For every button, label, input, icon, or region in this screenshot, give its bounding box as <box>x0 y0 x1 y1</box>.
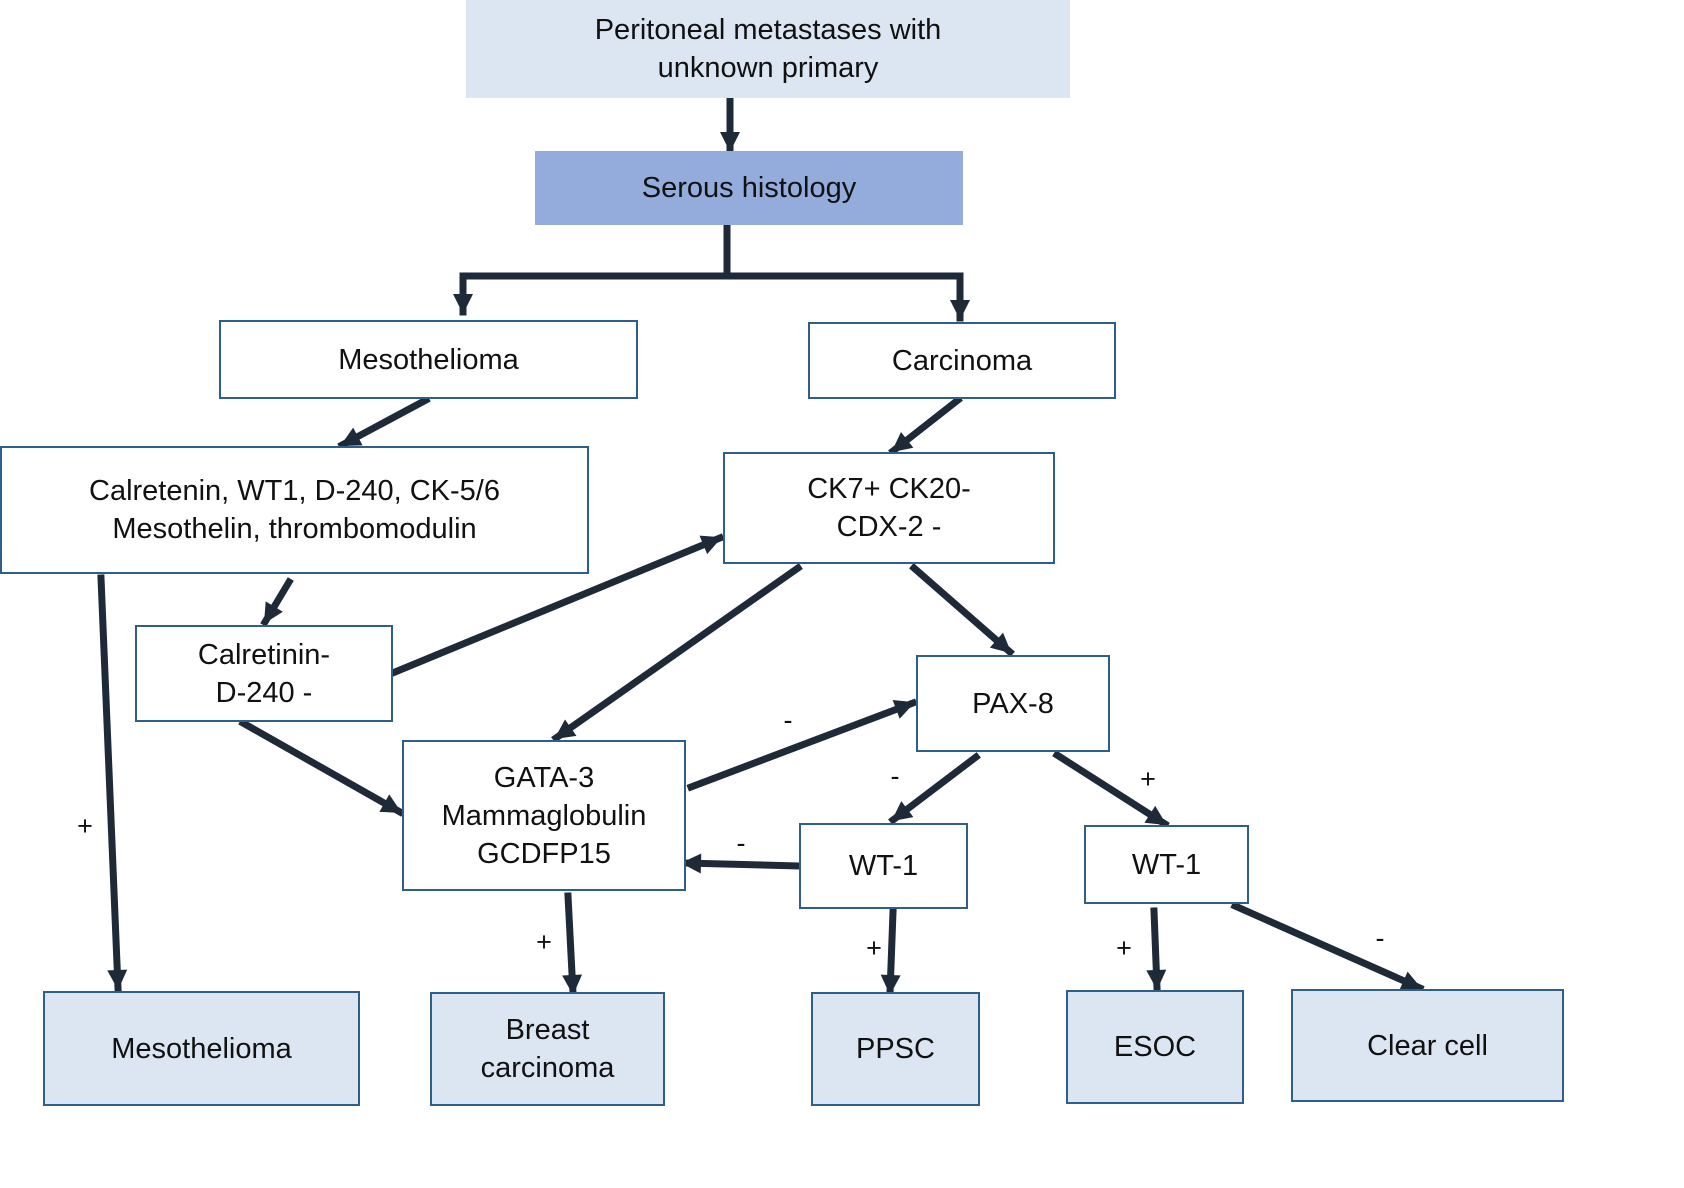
node-carcinoma-branch: Carcinoma <box>808 322 1116 399</box>
node-text-line: Mesothelin, thrombomodulin <box>112 513 477 545</box>
arrow-wt1-left-to-ppsc <box>880 908 901 997</box>
node-pax8: PAX-8 <box>916 655 1110 752</box>
result-mesothelioma: Mesothelioma <box>43 991 360 1106</box>
node-wt1-right: WT-1 <box>1084 825 1249 904</box>
node-text-line: Mesothelioma <box>338 343 519 376</box>
arrow-serous-to-carcinoma <box>723 272 970 322</box>
result-breast-carcinoma: Breast carcinoma <box>430 992 665 1106</box>
edge-label-gata-to-breast-positive: + <box>536 927 552 957</box>
edge-label-wt1-left-to-ppsc-positive: + <box>866 933 882 963</box>
node-text-line: Mammaglobulin <box>441 799 647 832</box>
flowchart-arrows <box>97 96 1425 997</box>
diagnostic-flowchart: Peritoneal metastases with unknown prima… <box>0 0 1564 1106</box>
node-text-line: Carcinoma <box>891 344 1033 377</box>
result-clear-cell: Clear cell <box>1291 989 1564 1102</box>
node-text-line: CK7+ CK20- <box>807 473 971 505</box>
node-text-line: GCDFP15 <box>477 837 611 870</box>
arrow-markers-to-mesothelioma-result <box>97 574 128 992</box>
node-text-line: Calretenin, WT1, D-240, CK-5/6 <box>89 475 500 507</box>
node-text-line: WT-1 <box>848 850 919 882</box>
node-text-line: Peritoneal metastases with <box>594 14 942 46</box>
node-text-line: PPSC <box>856 1033 935 1065</box>
arrow-calretinin-negative-to-ck-markers <box>390 533 725 677</box>
node-mesothelial-markers: Calretenin, WT1, D-240, CK-5/6 Mesotheli… <box>0 446 589 574</box>
arrow-carcinoma-to-ck-markers <box>888 395 963 456</box>
node-text-line: Serous histology <box>641 172 857 204</box>
edge-label-meso-positive: + <box>77 811 93 841</box>
arrow-ck-markers-to-pax8 <box>909 563 1015 657</box>
arrow-markers-to-calretinin-negative <box>260 577 294 627</box>
arrow-wt1-left-to-gata3 <box>679 853 804 874</box>
node-text-line: ESOC <box>1113 1031 1197 1063</box>
node-text-line: D-240 - <box>215 676 313 709</box>
edge-label-wt1-right-to-esoc-positive: + <box>1116 933 1132 963</box>
node-text-line: Clear cell <box>1367 1029 1488 1062</box>
arrow-gata3-to-pax8 <box>686 698 918 792</box>
connector-serous-split <box>453 224 731 316</box>
node-text-line: Calretinin- <box>197 638 331 671</box>
node-calretinin-negative: Calretinin- D-240 - <box>135 625 393 722</box>
arrow-pax8-to-wt1-right <box>1052 750 1170 829</box>
node-wt1-left: WT-1 <box>799 823 968 909</box>
node-text-line: PAX-8 <box>972 687 1054 720</box>
node-text-line: carcinoma <box>480 1052 615 1084</box>
result-esoc: ESOC <box>1066 990 1244 1104</box>
result-ppsc: PPSC <box>811 992 980 1106</box>
arrow-wt1-right-to-clear-cell <box>1230 901 1425 993</box>
arrow-mesothelioma-to-markers <box>337 395 431 450</box>
arrow-calretinin-negative-to-gata3 <box>238 718 405 817</box>
node-ck-markers: CK7+ CK20- CDX-2 - <box>723 452 1055 564</box>
node-serous-histology: Serous histology <box>535 151 963 225</box>
node-text-line: GATA-3 <box>493 761 595 794</box>
edge-label-wt1-right-to-clear-cell-negative: - <box>1375 923 1385 953</box>
node-text-line: unknown primary <box>657 52 879 84</box>
node-peritoneal-metastases: Peritoneal metastases with unknown prima… <box>466 0 1070 98</box>
node-gata3-panel: GATA-3 Mammaglobulin GCDFP15 <box>402 740 686 891</box>
node-text-line: Breast <box>505 1014 590 1046</box>
node-text-line: CDX-2 - <box>836 511 942 543</box>
node-text-line: Mesothelioma <box>111 1032 292 1065</box>
edge-label-pax8-to-wt1-left-negative: - <box>890 761 900 791</box>
arrow-wt1-right-to-esoc <box>1146 907 1167 992</box>
node-mesothelioma-branch: Mesothelioma <box>219 320 638 399</box>
edge-label-gata-to-pax8-negative: - <box>783 705 793 735</box>
arrow-ck-markers-to-gata3 <box>551 563 803 743</box>
node-text-line: WT-1 <box>1131 848 1202 881</box>
edge-label-pax8-to-wt1-right-positive: + <box>1140 764 1156 794</box>
arrow-gata3-to-breast <box>562 892 583 997</box>
arrow-pax8-to-wt1-left <box>888 752 981 825</box>
edge-label-wt1-left-to-gata-negative: - <box>736 828 746 858</box>
